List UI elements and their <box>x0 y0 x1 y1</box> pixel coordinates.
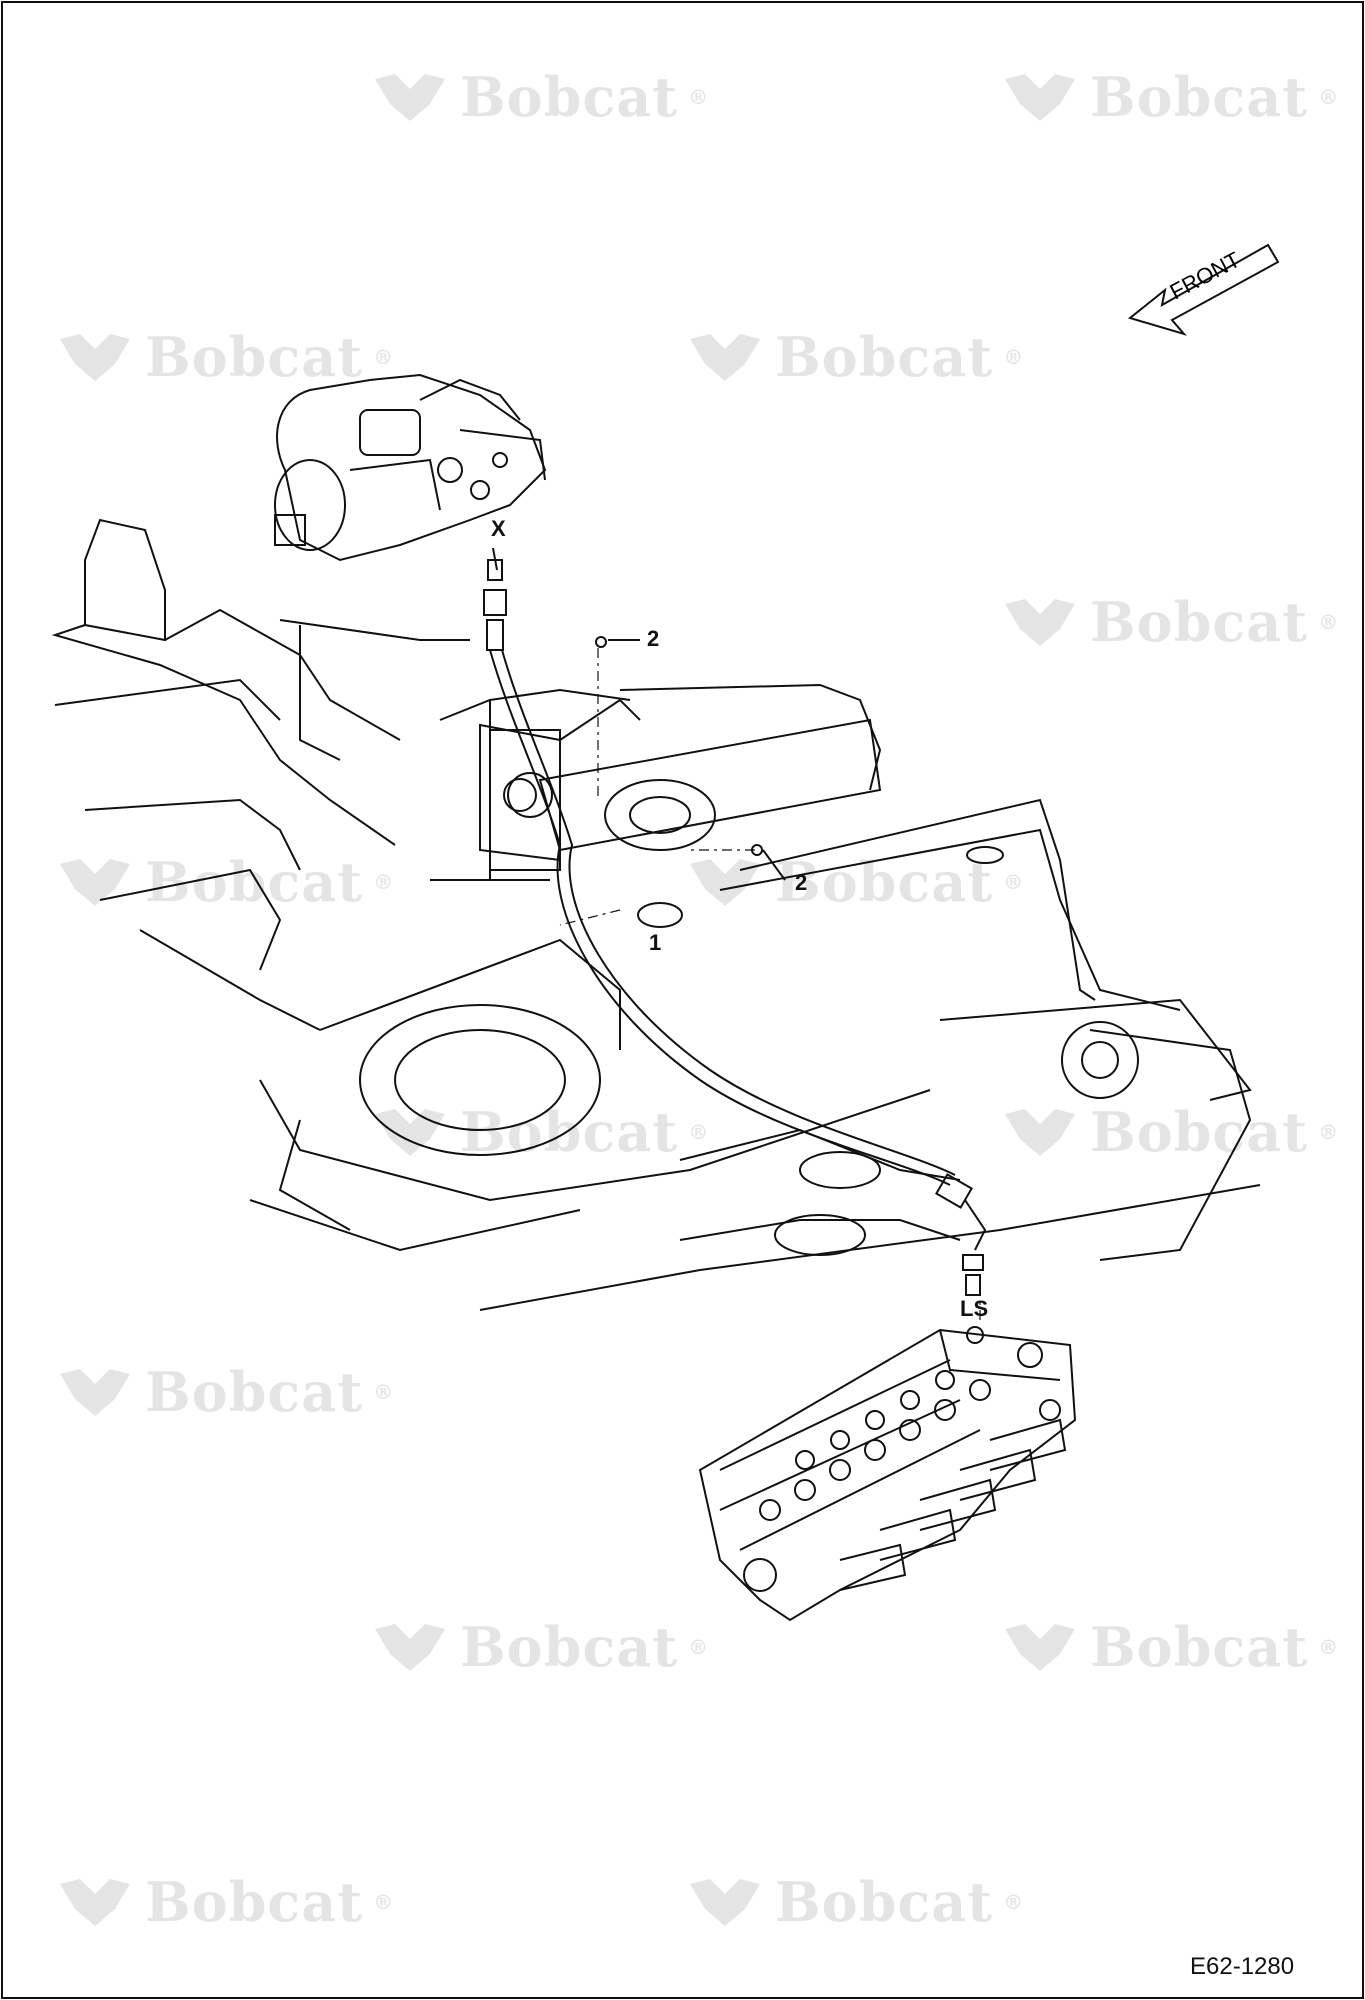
callout-port-x: X <box>491 516 506 541</box>
bobcat-logo-icon <box>1005 599 1075 646</box>
watermark: Bobcat® <box>55 325 394 389</box>
front-label: FRONT <box>1166 247 1245 305</box>
bobcat-logo-icon <box>690 859 760 906</box>
callout-port-ls: LS <box>960 1296 989 1321</box>
bobcat-logo-icon <box>690 1879 760 1926</box>
leader-lines <box>559 648 981 1320</box>
watermark: Bobcat® <box>685 1870 1024 1934</box>
control-valve <box>698 1326 1077 1622</box>
bobcat-logo-icon <box>375 1624 445 1671</box>
watermark: Bobcat® <box>55 1360 394 1424</box>
watermark: Bobcat® <box>1000 590 1339 654</box>
hydraulic-pump <box>274 373 547 562</box>
bobcat-logo-icon <box>60 1369 130 1416</box>
callout-item-2-mid: 2 <box>795 870 808 895</box>
callout-item-1: 1 <box>649 930 662 955</box>
callout-item-2-top: 2 <box>647 626 660 651</box>
bobcat-logo-icon <box>1005 1109 1075 1156</box>
watermark: Bobcat® <box>685 325 1024 389</box>
front-arrow <box>1127 243 1280 336</box>
watermark: Bobcat® <box>685 850 1024 914</box>
watermark: Bobcat® <box>1000 65 1339 129</box>
bobcat-logo-icon <box>1005 1624 1075 1671</box>
watermark: Bobcat® <box>1000 1100 1339 1164</box>
bobcat-logo-icon <box>375 74 445 121</box>
hose-1 <box>483 547 987 1296</box>
mounting-bracket <box>430 698 1004 928</box>
bobcat-logo-icon <box>1005 74 1075 121</box>
upper-frame <box>51 518 1261 1311</box>
bobcat-logo-icon <box>60 1879 130 1926</box>
watermark: Bobcat® <box>55 1870 394 1934</box>
bobcat-logo-icon <box>375 1109 445 1156</box>
watermark: Bobcat® <box>1000 1615 1339 1679</box>
watermark: Bobcat® <box>55 850 394 914</box>
document-number: E62-1280 <box>1190 1953 1295 1980</box>
bobcat-logo-icon <box>60 334 130 381</box>
watermark: Bobcat® <box>370 65 709 129</box>
bobcat-logo-icon <box>690 334 760 381</box>
watermark: Bobcat® <box>370 1100 709 1164</box>
watermark: Bobcat® <box>370 1615 709 1679</box>
screw-2 <box>595 636 786 881</box>
bobcat-logo-icon <box>60 859 130 906</box>
